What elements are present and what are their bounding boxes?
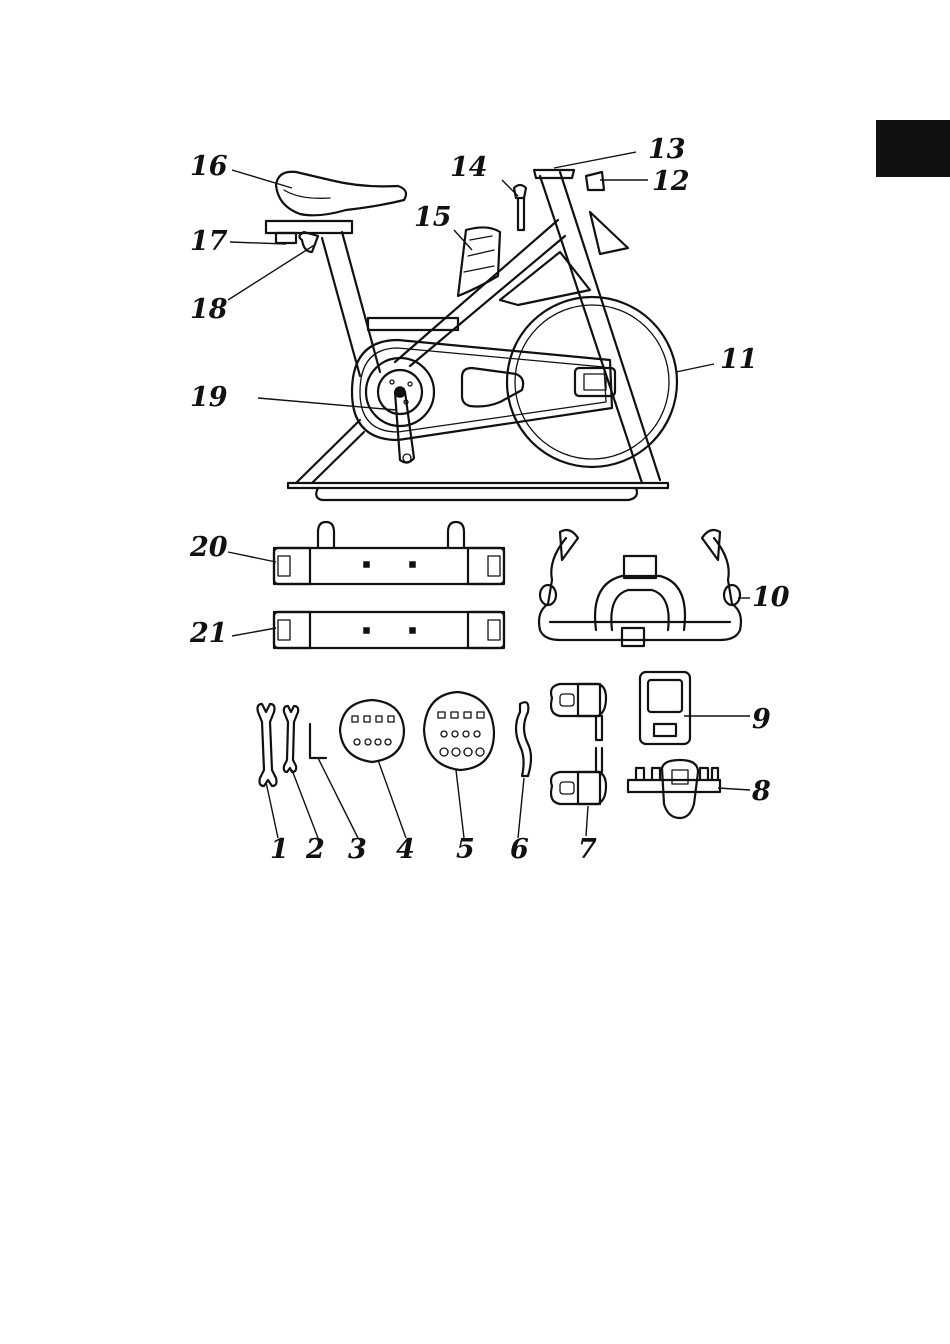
- callout-21: 21: [189, 618, 228, 649]
- front-stabilizer: [274, 522, 504, 584]
- callout-2: 2: [305, 834, 325, 865]
- callout-8: 8: [751, 776, 771, 807]
- callout-10: 10: [752, 582, 790, 613]
- callout-5: 5: [456, 834, 475, 865]
- callout-15: 15: [414, 202, 452, 233]
- callout-17: 17: [190, 226, 228, 257]
- callout-14: 14: [450, 152, 488, 183]
- callout-19: 19: [190, 382, 228, 413]
- rear-stabilizer: [274, 612, 504, 648]
- wrench-large: [258, 704, 277, 786]
- flywheel: [507, 297, 677, 467]
- wrench-small: [284, 706, 298, 772]
- callout-12: 12: [652, 166, 690, 197]
- callout-18: 18: [190, 294, 228, 325]
- exercise-bike: [266, 170, 677, 500]
- callout-1: 1: [270, 834, 289, 865]
- console: [640, 672, 690, 744]
- side-tab: [876, 120, 950, 177]
- pedal-pair: [551, 684, 606, 804]
- handlebar: [539, 530, 741, 646]
- callout-9: 9: [752, 704, 771, 735]
- callout-6: 6: [510, 834, 529, 865]
- callout-20: 20: [189, 532, 228, 563]
- hardware-pack-small: [340, 700, 404, 762]
- strap: [516, 702, 531, 776]
- hardware-pack-large: [424, 692, 494, 770]
- saddle: [276, 172, 406, 216]
- callout-7: 7: [578, 834, 597, 865]
- callout-11: 11: [720, 344, 758, 375]
- callout-13: 13: [648, 134, 686, 165]
- callout-4: 4: [396, 834, 415, 865]
- console-bracket: [628, 760, 720, 818]
- allen-key: [310, 724, 326, 758]
- callout-16: 16: [190, 151, 228, 182]
- callout-3: 3: [348, 834, 367, 865]
